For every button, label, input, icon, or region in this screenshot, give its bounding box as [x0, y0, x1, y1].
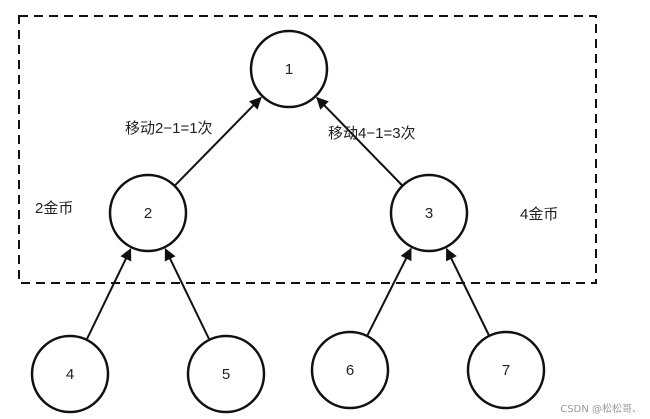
edge-7-to-3	[445, 248, 490, 336]
node-label: 4	[66, 366, 74, 383]
node-label: 1	[285, 61, 293, 78]
node-label: 6	[346, 362, 354, 379]
coin-label-right: 4金币	[520, 206, 558, 223]
edge-3-to-1	[316, 96, 403, 186]
edge-group	[86, 96, 490, 340]
coin-label-left: 2金币	[35, 200, 73, 217]
node-label: 7	[502, 362, 510, 379]
dashed-boundary-box	[18, 15, 597, 284]
tree-node-7: 7	[466, 330, 546, 410]
edge-4-to-2	[86, 248, 132, 340]
edge-label-2-to-1: 移动2−1=1次	[125, 120, 213, 137]
tree-node-5: 5	[186, 334, 266, 414]
watermark: CSDN @松松哥、	[560, 404, 642, 415]
edge-5-to-2	[164, 248, 210, 340]
node-label: 2	[144, 205, 152, 222]
node-label: 3	[425, 205, 433, 222]
tree-node-4: 4	[30, 334, 110, 414]
tree-node-3: 3	[389, 173, 469, 253]
edge-6-to-3	[366, 247, 412, 336]
tree-node-6: 6	[310, 330, 390, 410]
node-label: 5	[222, 366, 230, 383]
edge-2-to-1	[174, 96, 262, 186]
tree-node-2: 2	[108, 173, 188, 253]
edge-label-3-to-1: 移动4−1=3次	[328, 125, 416, 142]
tree-node-1: 1	[249, 29, 329, 109]
